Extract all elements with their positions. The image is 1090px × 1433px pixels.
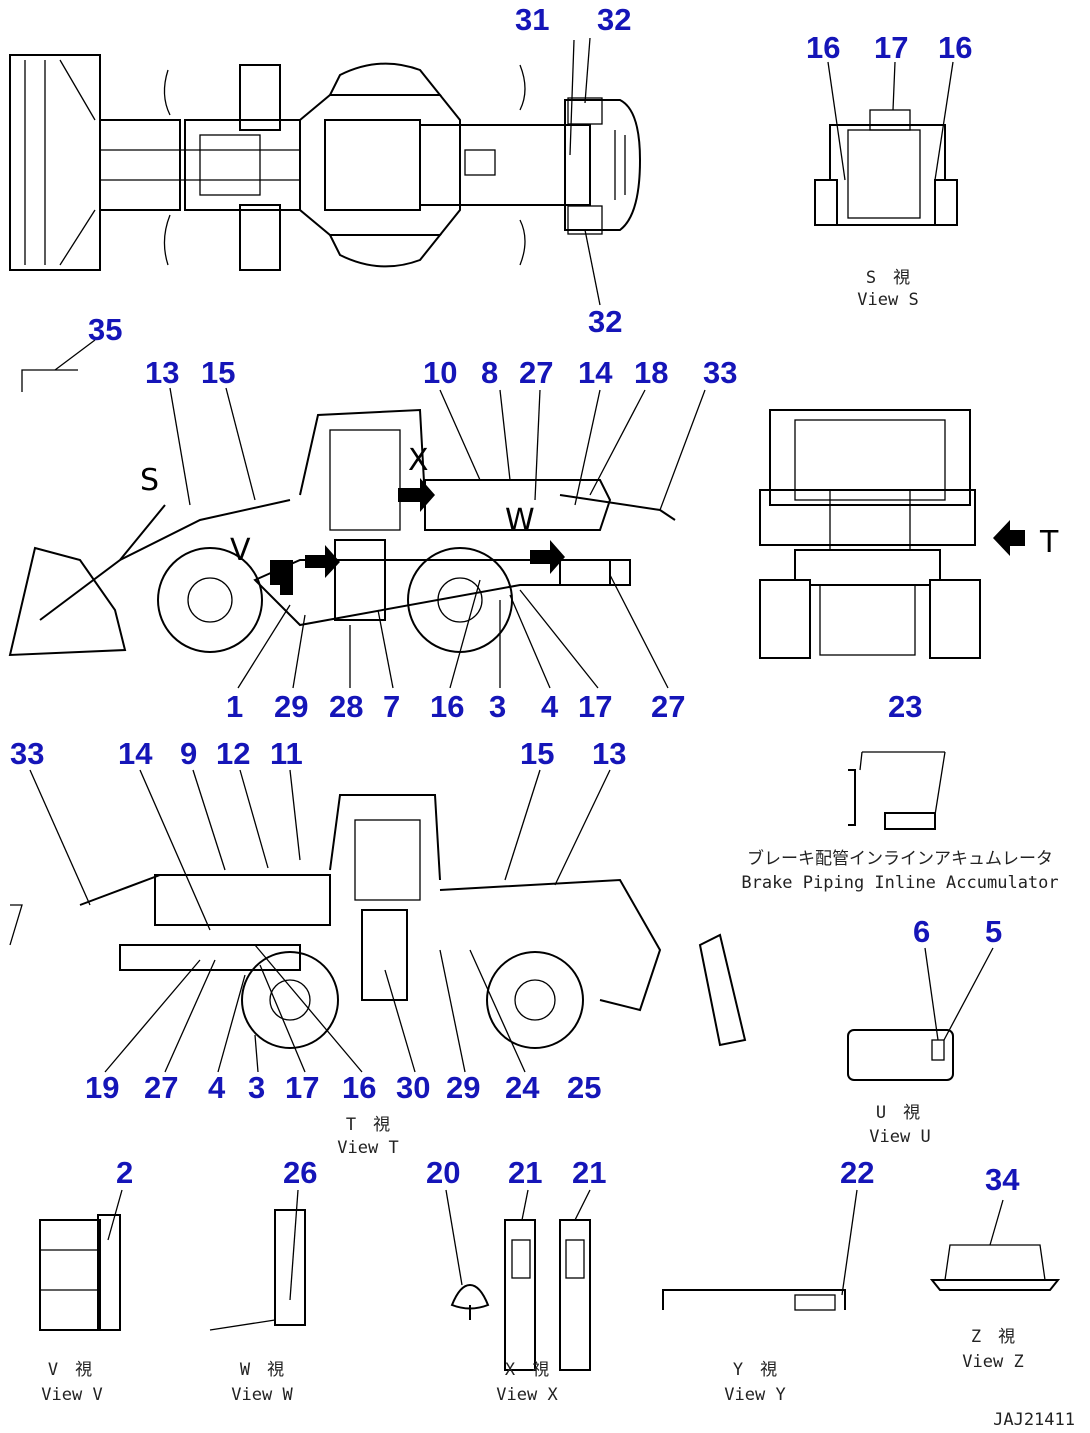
callout-29: 29: [446, 1070, 480, 1105]
callout-1: 1: [226, 689, 243, 724]
callout-27: 27: [144, 1070, 178, 1105]
callout-34: 34: [985, 1162, 1020, 1197]
view-marker-s: S: [140, 463, 159, 498]
callout-13: 13: [145, 355, 179, 390]
view-y: [662, 1189, 858, 1311]
callout-18: 18: [634, 355, 668, 390]
callout-8: 8: [481, 355, 498, 390]
callout-32: 32: [588, 304, 622, 339]
callout-29: 29: [274, 689, 308, 724]
callout-23: 23: [888, 689, 922, 724]
callout-7: 7: [383, 689, 400, 724]
view-v: [39, 1189, 123, 1331]
callout-33: 33: [10, 736, 44, 771]
callout-19: 19: [85, 1070, 119, 1105]
view-marker-v: V: [230, 533, 251, 568]
caption-view-z-en: View Z: [962, 1352, 1023, 1372]
callout-16: 16: [806, 30, 840, 65]
view-marker-x: X: [408, 443, 429, 478]
caption-accumulator-jp: ブレーキ配管インラインアキュムレータ: [747, 848, 1053, 869]
callout-31: 31: [515, 2, 549, 37]
callout-15: 15: [520, 736, 554, 771]
caption-view-y-en: View Y: [724, 1385, 785, 1405]
callout-25: 25: [567, 1070, 601, 1105]
caption-view-z-jp: Z 視: [971, 1327, 1015, 1347]
side-view-left: [8, 339, 706, 689]
callout-6: 6: [913, 914, 930, 949]
callout-4: 4: [208, 1070, 226, 1105]
callout-32: 32: [597, 2, 631, 37]
callout-28: 28: [329, 689, 363, 724]
view-w: [209, 1189, 306, 1331]
callout-35: 35: [88, 312, 122, 347]
callout-16: 16: [430, 689, 464, 724]
callout-26: 26: [283, 1155, 317, 1190]
caption-view-u-jp: U 視: [876, 1103, 920, 1123]
callout-17: 17: [578, 689, 612, 724]
callout-20: 20: [426, 1155, 460, 1190]
view-z: [929, 1199, 1061, 1291]
callout-16: 16: [938, 30, 972, 65]
top-plan-view: [9, 37, 642, 306]
view-s-rear: [814, 61, 958, 226]
callout-27: 27: [651, 689, 685, 724]
callout-30: 30: [396, 1070, 430, 1105]
callout-9: 9: [180, 736, 197, 771]
callout-2: 2: [116, 1155, 133, 1190]
callout-24: 24: [505, 1070, 540, 1105]
callout-3: 3: [489, 689, 506, 724]
callout-14: 14: [118, 736, 153, 771]
callout-5: 5: [985, 914, 1002, 949]
caption-view-w-en: View W: [231, 1385, 293, 1405]
caption-view-x-jp: X 視: [505, 1360, 549, 1380]
caption-view-v-en: View V: [41, 1385, 102, 1405]
view-u: [847, 947, 994, 1081]
callout-17: 17: [285, 1070, 319, 1105]
callout-13: 13: [592, 736, 626, 771]
callout-33: 33: [703, 355, 737, 390]
callout-27: 27: [519, 355, 553, 390]
caption-view-x-en: View X: [496, 1385, 558, 1405]
caption-view-u-en: View U: [869, 1127, 930, 1147]
side-view-right: [9, 769, 747, 1073]
caption-view-y-jp: Y 視: [733, 1360, 777, 1380]
callout-11: 11: [270, 736, 303, 771]
callout-22: 22: [840, 1155, 874, 1190]
callout-4: 4: [541, 689, 559, 724]
view-marker-w: W: [505, 503, 535, 538]
caption-view-v-jp: V 視: [48, 1360, 92, 1380]
caption-view-s-en: View S: [857, 290, 918, 310]
callout-10: 10: [423, 355, 457, 390]
callout-21: 21: [572, 1155, 606, 1190]
caption-view-t-jp: T 視: [346, 1115, 390, 1135]
caption-accumulator-en: Brake Piping Inline Accumulator: [741, 873, 1058, 893]
callout-12: 12: [216, 736, 250, 771]
callout-17: 17: [874, 30, 908, 65]
view-x: [504, 1189, 591, 1371]
caption-view-s-jp: S 視: [866, 268, 910, 288]
callout-15: 15: [201, 355, 235, 390]
callout-16: 16: [342, 1070, 376, 1105]
caption-view-w-jp: W 視: [240, 1360, 284, 1380]
view-20-part: [445, 1189, 490, 1320]
callout-21: 21: [508, 1155, 542, 1190]
view-marker-t: T: [1039, 525, 1059, 560]
drawing-code: JAJ21411: [993, 1410, 1075, 1430]
caption-view-t-en: View T: [337, 1138, 398, 1158]
callout-14: 14: [578, 355, 613, 390]
callout-3: 3: [248, 1070, 265, 1105]
accumulator-detail: [848, 751, 946, 830]
rear-view: [759, 409, 1025, 659]
